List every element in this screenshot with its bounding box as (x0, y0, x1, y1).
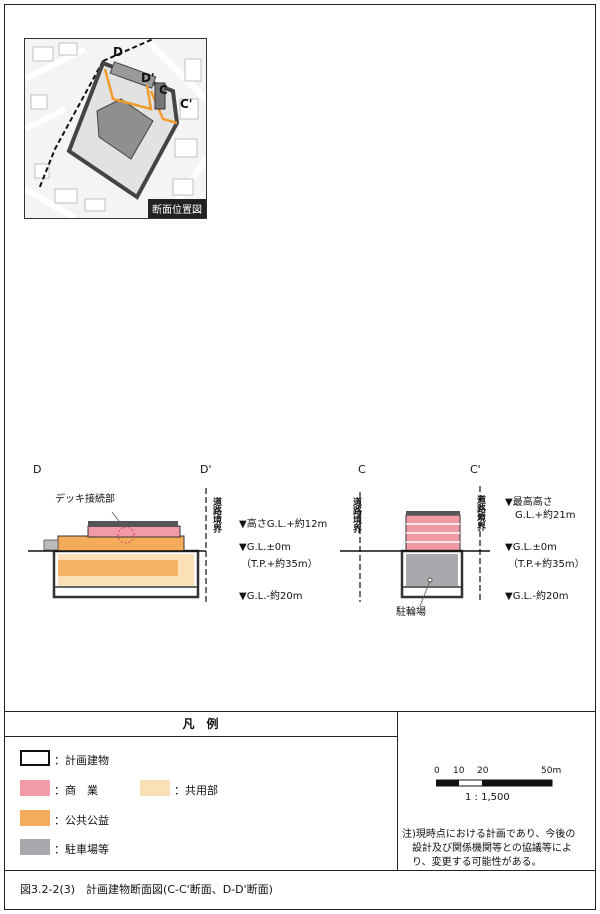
legend-swatch-parking (20, 839, 50, 855)
note-text: 注)現時点における計画であり、今後の 設計及び関係機関等との協議等によ り、変更… (402, 829, 576, 868)
map-graphic (25, 39, 206, 218)
scale-panel: 0 10 20 50m 1 : 1,500 注)現時点における計画であり、今後の… (398, 711, 596, 870)
legend-label-parking: ：駐車場等 (54, 843, 109, 856)
cc-boundary-left: 道路境界 (351, 497, 361, 533)
cc-height-label-2: G.L.+約21m (515, 510, 576, 521)
section-dd-drawing (28, 488, 207, 602)
map-label-d-prime: D' (141, 71, 155, 85)
map-label-d: D (113, 45, 123, 59)
location-map: D D' C C' 断面位置図 (24, 38, 207, 219)
dd-label-left: D (33, 463, 42, 476)
cc-bicycle-callout: 駐輪場 (396, 607, 426, 618)
cc-tp-label: （T.P.+約35m） (508, 559, 585, 570)
map-label-c: C (159, 83, 168, 97)
dd-depth-label: ▼G.L.-約20m (239, 591, 303, 602)
cc-height-label-1: ▼最高高さ (505, 497, 553, 508)
cc-depth-label: ▼G.L.-約20m (505, 591, 569, 602)
dd-gl-label: ▼G.L.±0m (239, 542, 291, 553)
section-cc-drawing (340, 486, 490, 607)
cc-label-left: C (358, 463, 366, 476)
dd-label-right: D' (200, 463, 212, 476)
scale-tick-0: 0 (434, 766, 440, 776)
legend-label-planned-building: ：計画建物 (54, 754, 109, 767)
figure-frame (4, 4, 596, 910)
legend-swatch-commercial (20, 780, 50, 796)
dd-boundary-label: 道路境界 (211, 497, 221, 533)
legend-swatch-common (140, 780, 170, 796)
legend-label-commercial: ：商 業 (54, 784, 98, 797)
cc-gl-label: ▼G.L.±0m (505, 542, 557, 553)
scale-tick-10: 10 (453, 766, 465, 776)
legend-label-common: ：共用部 (174, 784, 218, 797)
dd-tp-label: （T.P.+約35m） (241, 559, 318, 570)
cc-label-right: C' (470, 463, 481, 476)
legend-label-public: ：公共公益 (54, 814, 109, 827)
scale-tick-50: 50m (541, 766, 562, 776)
scale-ratio: 1 : 1,500 (465, 792, 510, 803)
legend-swatch-public (20, 810, 50, 826)
scale-bar (436, 779, 553, 787)
map-title: 断面位置図 (148, 199, 206, 218)
scale-tick-20: 20 (477, 766, 489, 776)
map-label-c-prime: C' (180, 97, 193, 111)
legend-swatch-planned-building (20, 750, 50, 766)
dd-deck-callout: デッキ接続部 (55, 494, 115, 505)
figure-caption: 図3.2-2(3) 計画建物断面図(C-C'断面、D-D'断面) (4, 870, 596, 910)
cc-boundary-right: 道路境界 (475, 495, 485, 531)
legend: 凡 例 ：計画建物 ：商 業 ：共用部 ：公共公益 ：駐車場等 (4, 711, 398, 870)
legend-title: 凡 例 (4, 712, 397, 737)
dd-height-label: ▼高さG.L.+約12m (239, 519, 328, 530)
